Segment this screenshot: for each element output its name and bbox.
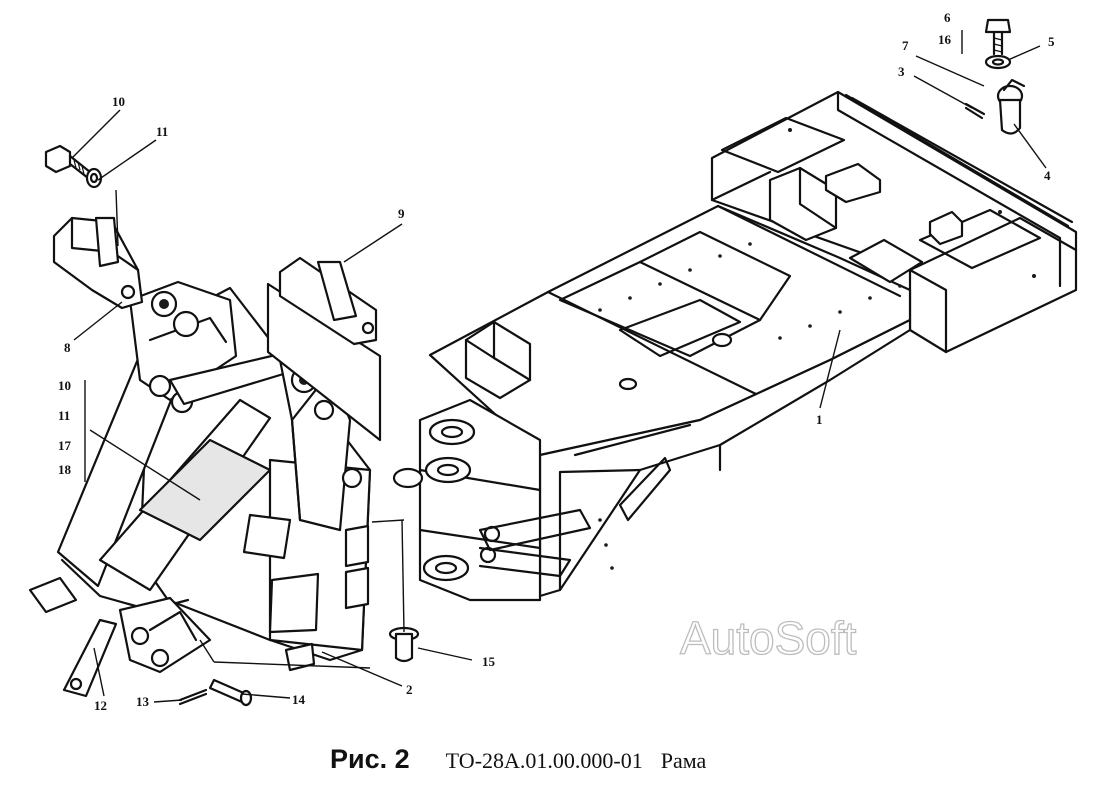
callout-7: 7 [902,38,909,53]
cotter-13 [178,688,208,706]
drawing-name: Рама [660,748,707,773]
callout-16: 16 [938,32,952,47]
callout-labels: 1 2 3 4 5 6 16 7 8 9 10 11 10 11 17 18 1… [58,10,1055,713]
callout-9: 9 [398,206,405,221]
bolt-6 [984,18,1012,56]
washer-11 [85,167,103,189]
leader-lines [71,30,1047,703]
bracket-part-8 [52,216,144,310]
washer-5 [984,54,1012,70]
callout-15: 15 [482,654,496,669]
callout-8: 8 [64,340,71,355]
pin-4 [996,78,1026,135]
pin-15 [388,626,420,663]
main-frame [392,90,1078,602]
plate-12 [62,618,118,698]
bolt-10 [44,144,92,180]
figure-caption: Рис. 2 ТО-28А.01.00.000-01 Рама [330,744,706,784]
callout-18: 18 [58,462,72,477]
bracket-part-9 [266,256,382,442]
callout-2: 2 [406,682,413,697]
callout-4: 4 [1044,168,1051,183]
callout-3: 3 [898,64,905,79]
watermark: AutoSoft [680,612,857,664]
callout-11-top: 11 [156,124,168,139]
callout-17: 17 [58,438,72,453]
callout-10-side: 10 [58,378,71,393]
callout-5: 5 [1048,34,1055,49]
callout-14: 14 [292,692,306,707]
callout-13: 13 [136,694,150,709]
pin-14 [208,678,253,707]
callout-1: 1 [816,412,823,427]
drawing-code: ТО-28А.01.00.000-01 [445,748,643,773]
callout-11-side: 11 [58,408,70,423]
front-half-frame [28,280,372,674]
callout-10-top: 10 [112,94,125,109]
callout-12: 12 [94,698,107,713]
figure-number: Рис. 2 [330,744,410,774]
callout-6: 6 [944,10,951,25]
